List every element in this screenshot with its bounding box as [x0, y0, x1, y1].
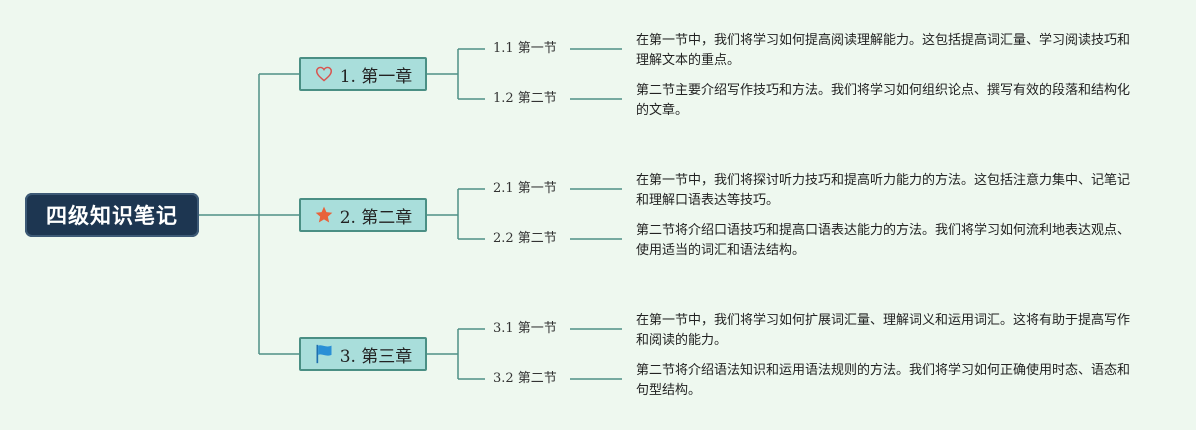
section-label-3-1[interactable]: 3.1 第一节: [493, 321, 557, 336]
section-description-3-2: 第二节将介绍语法知识和运用语法规则的方法。我们将学习如何正确使用时态、语态和句型…: [636, 363, 1131, 398]
section-description-1-1: 在第一节中，我们将学习如何提高阅读理解能力。这包括提高词汇量、学习阅读技巧和理解…: [636, 33, 1131, 68]
section-label-2-1[interactable]: 2.1 第一节: [493, 181, 557, 196]
section-label-2-2[interactable]: 2.2 第二节: [493, 231, 557, 246]
section-label-1-2[interactable]: 1.2 第二节: [493, 91, 557, 106]
root-title: 四级知识笔记: [46, 204, 178, 228]
chapter2-branch: [427, 188, 485, 240]
section-description-2-1: 在第一节中，我们将探讨听力技巧和提高听力能力的方法。这包括注意力集中、记笔记和理…: [636, 173, 1131, 208]
chapter-node-1[interactable]: 1. 第一章: [299, 57, 427, 91]
star-icon: [314, 205, 334, 225]
section-description-2-2: 第二节将介绍口语技巧和提高口语表达能力的方法。我们将学习如何流利地表达观点、使用…: [636, 223, 1131, 258]
flag-icon: [314, 344, 334, 364]
chapter-node-3[interactable]: 3. 第三章: [299, 337, 427, 371]
root-node[interactable]: 四级知识笔记: [25, 193, 199, 237]
section-description-3-1: 在第一节中，我们将学习如何扩展词汇量、理解词义和运用词汇。这将有助于提高写作和阅…: [636, 313, 1131, 348]
section-description-1-2: 第二节主要介绍写作技巧和方法。我们将学习如何组织论点、撰写有效的段落和结构化的文…: [636, 83, 1131, 118]
section-label-1-1[interactable]: 1.1 第一节: [493, 41, 557, 56]
chapter-node-2[interactable]: 2. 第二章: [299, 198, 427, 232]
section-label-3-2[interactable]: 3.2 第二节: [493, 371, 557, 386]
heart-icon: [314, 64, 334, 84]
chapter1-branch: [427, 48, 485, 100]
chapter3-branch: [427, 328, 485, 380]
chapter-label: 1. 第一章: [339, 66, 413, 87]
chapter-label: 2. 第二章: [339, 207, 413, 228]
chapter-label: 3. 第三章: [339, 346, 413, 367]
